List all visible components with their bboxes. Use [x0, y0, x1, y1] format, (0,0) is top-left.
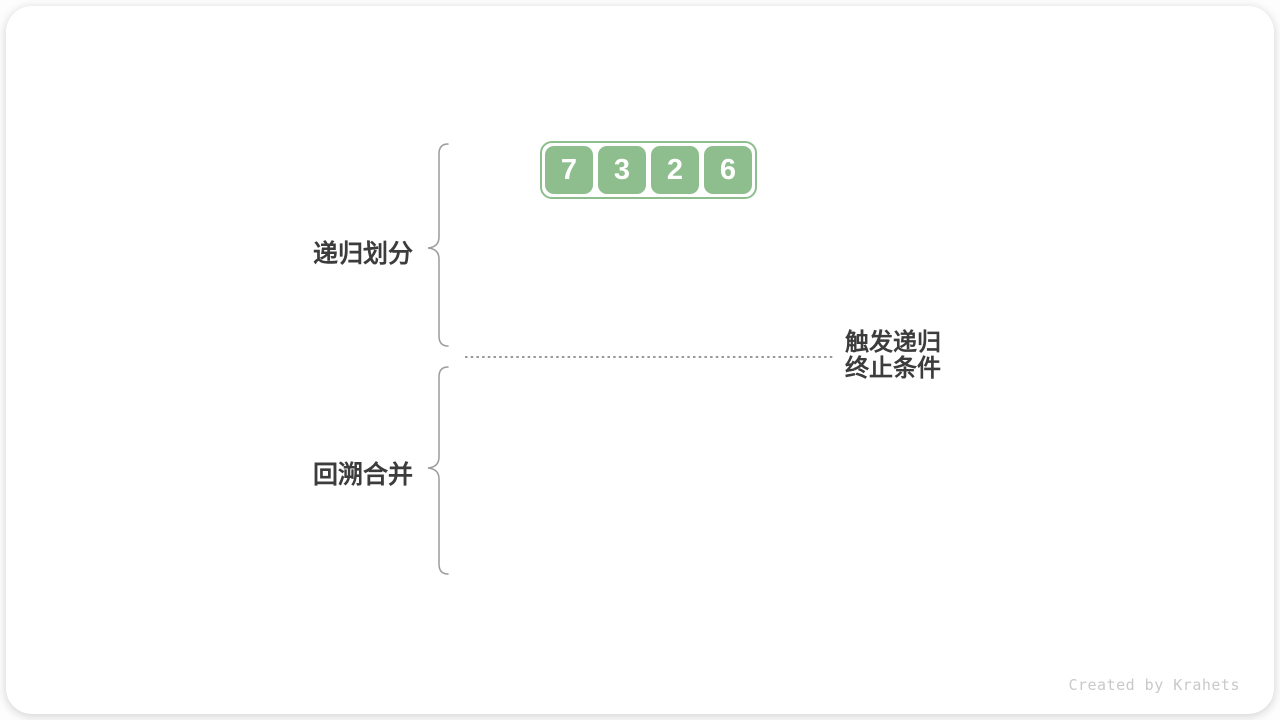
termination-annotation-line1: 触发递归 — [845, 329, 941, 356]
array-container: 7 3 2 6 — [540, 141, 757, 199]
diagram-card — [6, 6, 1274, 714]
watermark-credit: Created by Krahets — [1068, 676, 1240, 694]
divide-phase-label: 递归划分 — [312, 240, 413, 268]
array-cell: 6 — [704, 146, 752, 194]
array-cell: 2 — [651, 146, 699, 194]
termination-annotation: 触发递归 终止条件 — [845, 330, 941, 382]
array-cell: 3 — [598, 146, 646, 194]
array-cell: 7 — [545, 146, 593, 194]
termination-annotation-line2: 终止条件 — [845, 355, 941, 382]
merge-phase-label: 回溯合并 — [312, 461, 413, 489]
